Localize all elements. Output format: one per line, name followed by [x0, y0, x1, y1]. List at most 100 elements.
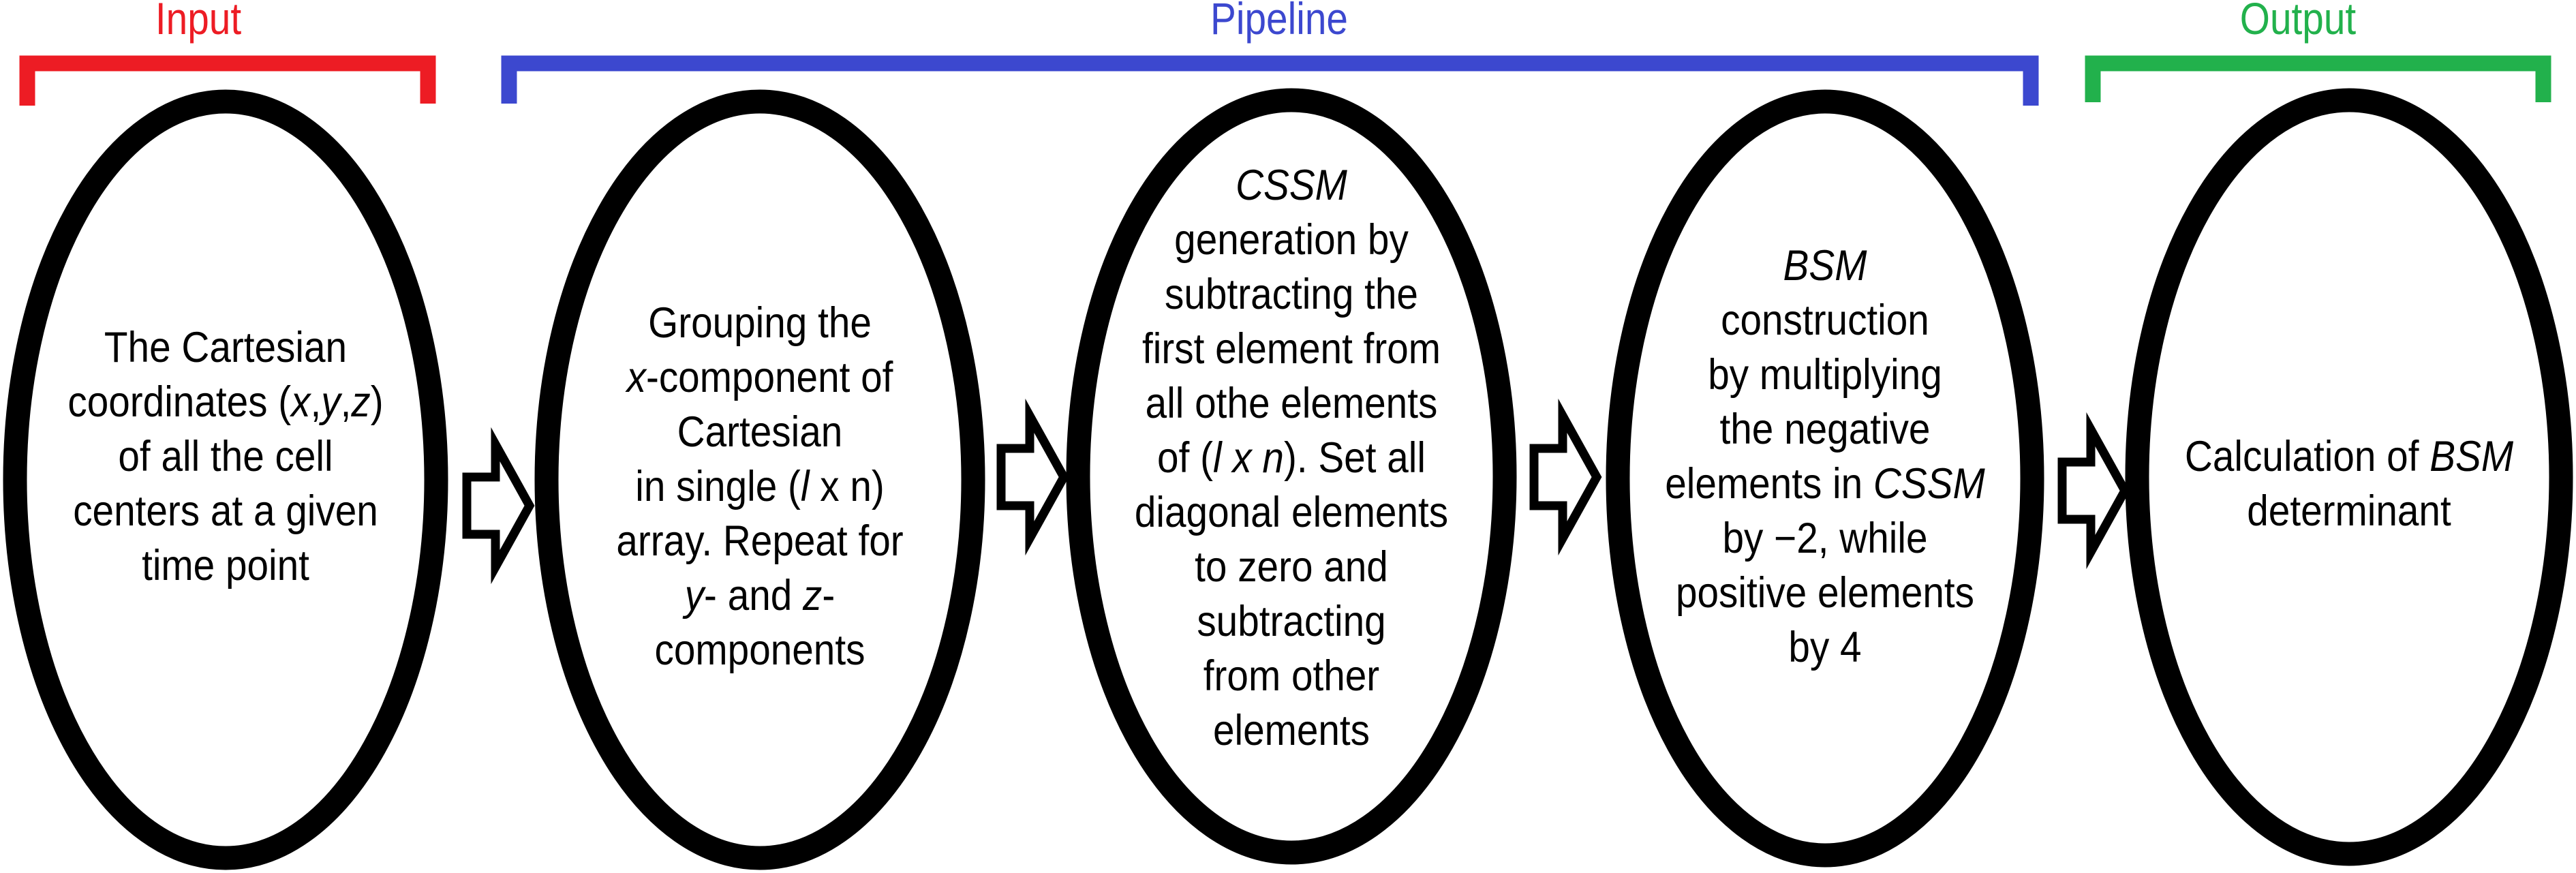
stage-text-line: by −2, while: [1641, 511, 2009, 566]
input-bracket: [19, 55, 436, 106]
text-run: by 4: [1788, 624, 1862, 671]
stage-text-line: subtracting: [1107, 594, 1475, 649]
stage-text-line: from other: [1107, 649, 1475, 703]
stage-5-text: Calculation of BSM determinant: [2165, 429, 2533, 538]
stage-text-line: positive elements: [1641, 566, 2009, 620]
text-run: ,: [340, 378, 352, 426]
output-bracket: [2085, 55, 2551, 102]
text-run: time point: [142, 542, 309, 589]
stage-text-line: construction: [1641, 293, 2009, 348]
stage-text-line: time point: [42, 538, 410, 593]
stage-text-line: centers at a given: [42, 484, 410, 538]
text-run: subtracting the: [1165, 271, 1418, 318]
italic-term: x: [291, 378, 311, 426]
text-run: by −2, while: [1722, 515, 1928, 562]
italic-term: BSM: [1783, 242, 1867, 290]
text-run: positive elements: [1675, 569, 1975, 617]
text-run: centers at a given: [73, 487, 378, 535]
italic-term: z: [351, 378, 371, 426]
stage-text-line: coordinates (x,y,z): [42, 375, 410, 429]
hollow-right-arrow-icon: [996, 398, 1069, 556]
hollow-right-arrow-icon: [462, 427, 535, 585]
text-run: -component of: [645, 354, 893, 401]
hollow-right-arrow-icon: [1529, 398, 1602, 556]
italic-term: CSSM: [1236, 162, 1347, 209]
stage-text-line: in single (l x n): [576, 459, 944, 514]
text-run: generation by: [1174, 216, 1409, 264]
italic-term: CSSM: [1873, 460, 1985, 508]
stage-text-line: x-component of: [576, 350, 944, 405]
text-run: in single (: [635, 463, 801, 510]
text-run: - and: [704, 572, 803, 619]
text-run: diagonal elements: [1134, 489, 1449, 536]
stage-3-text: CSSM generation by subtracting the first el…: [1107, 158, 1475, 758]
text-run: ): [370, 378, 384, 426]
text-run: elements in: [1665, 460, 1873, 508]
stage-text-line: of all the cell: [42, 429, 410, 484]
stage-text-line: by 4: [1641, 620, 2009, 675]
text-run: Cartesian: [677, 408, 843, 456]
pipeline-bracket: [501, 55, 2039, 106]
text-run: The Cartesian: [104, 324, 348, 371]
stage-text-line: elements: [1107, 703, 1475, 758]
stage-3-ellipse[interactable]: [1066, 88, 1517, 865]
stage-text-line: all othe elements: [1107, 376, 1475, 431]
italic-term: z: [803, 572, 823, 619]
section-title-input: Input: [155, 0, 242, 44]
stage-text-line: Grouping the: [576, 296, 944, 350]
text-run: subtracting: [1197, 598, 1386, 645]
stage-4-ellipse[interactable]: [1606, 89, 2044, 868]
italic-term: l x n: [1212, 434, 1284, 482]
stage-text-line: array. Repeat for: [576, 514, 944, 568]
text-run: of (: [1157, 434, 1213, 482]
hollow-right-arrow-icon: [2057, 412, 2130, 570]
stage-1-ellipse[interactable]: [3, 89, 448, 870]
stage-text-line: of (l x n). Set all: [1107, 431, 1475, 485]
italic-term: l: [800, 463, 810, 510]
stage-text-line: the negative: [1641, 402, 2009, 457]
stage-4-text: BSM construction by multiplying the negativ…: [1641, 239, 2009, 675]
stage-text-line: subtracting the: [1107, 267, 1475, 322]
stage-text-line: The Cartesian: [42, 320, 410, 375]
text-run: components: [654, 626, 865, 674]
text-run: from other: [1203, 652, 1380, 700]
text-run: determinant: [2247, 487, 2451, 535]
stage-text-line: determinant: [2165, 484, 2533, 538]
text-run: Calculation of: [2184, 433, 2430, 480]
stage-text-line: components: [576, 623, 944, 677]
text-run: all othe elements: [1145, 380, 1438, 427]
text-run: the negative: [1719, 405, 1931, 453]
stage-text-line: by multiplying: [1641, 348, 2009, 402]
text-run: by multiplying: [1708, 351, 1942, 399]
text-run: ,: [310, 378, 322, 426]
stage-text-line: to zero and: [1107, 540, 1475, 594]
text-run: Grouping the: [648, 299, 872, 347]
stage-text-line: diagonal elements: [1107, 485, 1475, 540]
italic-term: x: [626, 354, 646, 401]
text-run: ). Set all: [1283, 434, 1426, 482]
text-run: to zero and: [1195, 543, 1388, 591]
text-run: construction: [1721, 296, 1929, 344]
stage-text-line: CSSM: [1107, 158, 1475, 213]
text-run: first element from: [1142, 325, 1441, 373]
stage-text-line: generation by: [1107, 213, 1475, 267]
stage-text-line: Cartesian: [576, 405, 944, 459]
section-title-output: Output: [2239, 0, 2357, 44]
italic-term: y: [684, 572, 705, 619]
italic-term: y: [321, 378, 341, 426]
stage-5-ellipse[interactable]: [2125, 88, 2573, 866]
stage-text-line: BSM: [1641, 239, 2009, 293]
stage-2-ellipse[interactable]: [534, 89, 985, 870]
text-run: -: [822, 572, 835, 619]
stage-text-line: first element from: [1107, 322, 1475, 376]
text-run: coordinates (: [67, 378, 292, 426]
text-run: elements: [1212, 707, 1370, 754]
text-run: of all the cell: [118, 433, 333, 480]
text-run: array. Repeat for: [616, 517, 904, 565]
section-title-pipeline: Pipeline: [1210, 0, 1348, 44]
italic-term: BSM: [2429, 433, 2514, 480]
stage-text-line: elements in CSSM: [1641, 457, 2009, 511]
